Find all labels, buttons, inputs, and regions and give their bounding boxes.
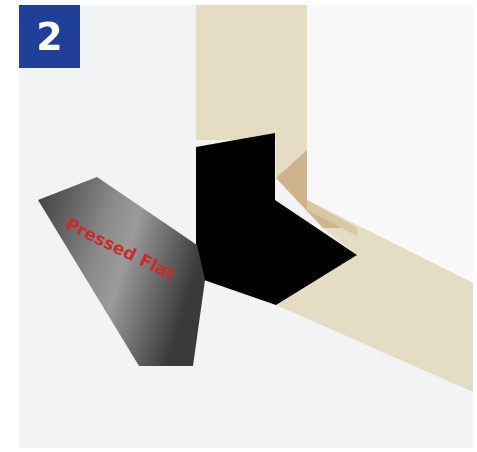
step-number: 2 (36, 14, 63, 59)
vertical-trim-board (196, 5, 307, 200)
horizontal-trim-board (276, 178, 473, 392)
flattened-flashing-piece (38, 177, 205, 366)
wall-surface (307, 5, 473, 283)
trim-corner-highlight (307, 200, 357, 236)
trim-corner-shadow (276, 150, 357, 228)
step-number-badge: 2 (19, 5, 80, 68)
corner-flashing (196, 133, 357, 305)
